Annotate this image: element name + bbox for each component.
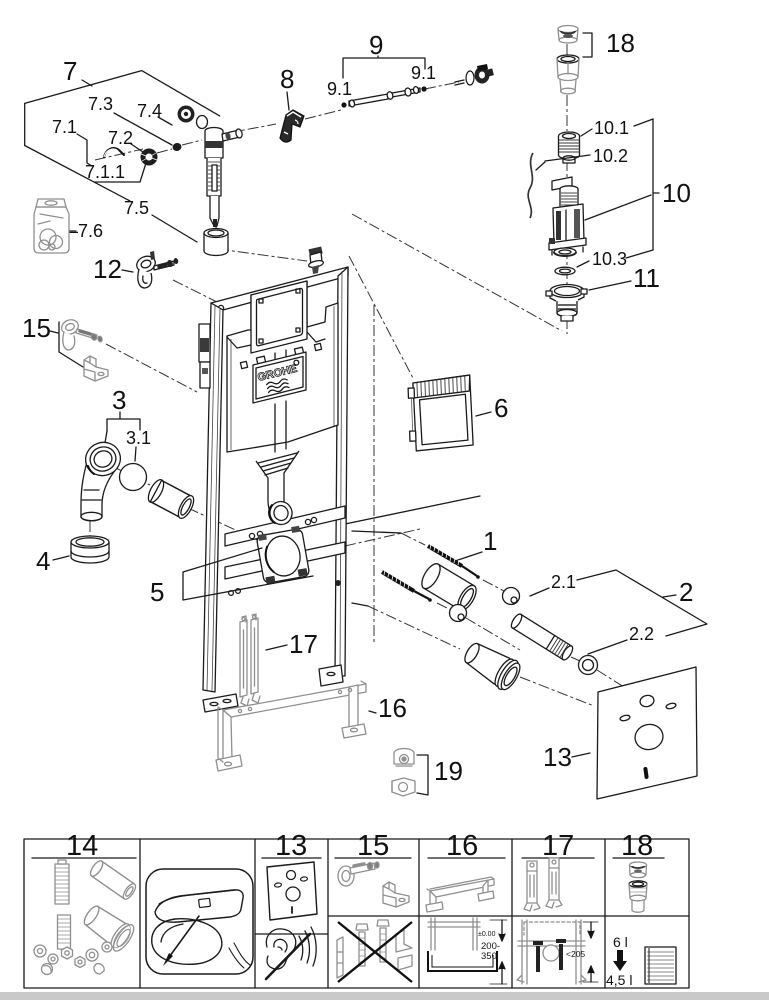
svg-text:1: 1 [483, 526, 497, 556]
svg-text:11: 11 [633, 263, 660, 293]
svg-text:2.1: 2.1 [551, 572, 576, 592]
svg-text:7: 7 [63, 56, 77, 86]
svg-text:10.1: 10.1 [594, 118, 629, 138]
svg-text:7.1.1: 7.1.1 [85, 162, 125, 182]
svg-text:10.3: 10.3 [592, 249, 627, 269]
svg-text:14: 14 [66, 830, 98, 862]
svg-text:15: 15 [22, 313, 51, 343]
svg-text:9: 9 [369, 30, 383, 60]
svg-text:8: 8 [280, 64, 294, 94]
svg-text:4,5 l: 4,5 l [606, 972, 632, 988]
svg-text:10.2: 10.2 [593, 146, 628, 166]
svg-text:9.1: 9.1 [327, 79, 352, 99]
svg-text:6 l: 6 l [613, 934, 628, 950]
svg-text:17: 17 [289, 629, 318, 659]
svg-text:350: 350 [481, 951, 497, 962]
svg-text:7.2: 7.2 [108, 128, 133, 148]
svg-text:16: 16 [378, 693, 407, 723]
svg-text:18: 18 [621, 830, 653, 862]
svg-text:±0.00: ±0.00 [478, 931, 496, 938]
svg-text:200-: 200- [481, 941, 500, 952]
svg-text:16: 16 [446, 830, 478, 862]
svg-text:–7.6: –7.6 [68, 221, 103, 241]
svg-text:5: 5 [150, 577, 164, 607]
svg-text:15: 15 [357, 830, 389, 862]
svg-text:12: 12 [93, 254, 122, 284]
svg-text:13: 13 [275, 830, 307, 862]
svg-text:3.1: 3.1 [126, 428, 151, 448]
svg-text:7.4: 7.4 [137, 101, 162, 121]
svg-text:3: 3 [112, 385, 126, 415]
svg-text:6: 6 [494, 393, 508, 423]
svg-text:7.1: 7.1 [52, 117, 77, 137]
svg-text:10: 10 [662, 178, 691, 208]
svg-text:17: 17 [542, 830, 574, 862]
svg-text:18: 18 [606, 28, 635, 58]
svg-text:7.5: 7.5 [124, 198, 149, 218]
svg-text:4: 4 [36, 546, 50, 576]
svg-text:<205: <205 [566, 949, 585, 959]
svg-text:13: 13 [543, 742, 572, 772]
svg-text:19: 19 [434, 756, 463, 786]
svg-text:2.2: 2.2 [629, 624, 654, 644]
svg-text:9.1: 9.1 [411, 63, 436, 83]
svg-text:7.3: 7.3 [88, 94, 113, 114]
svg-text:2: 2 [679, 577, 693, 607]
